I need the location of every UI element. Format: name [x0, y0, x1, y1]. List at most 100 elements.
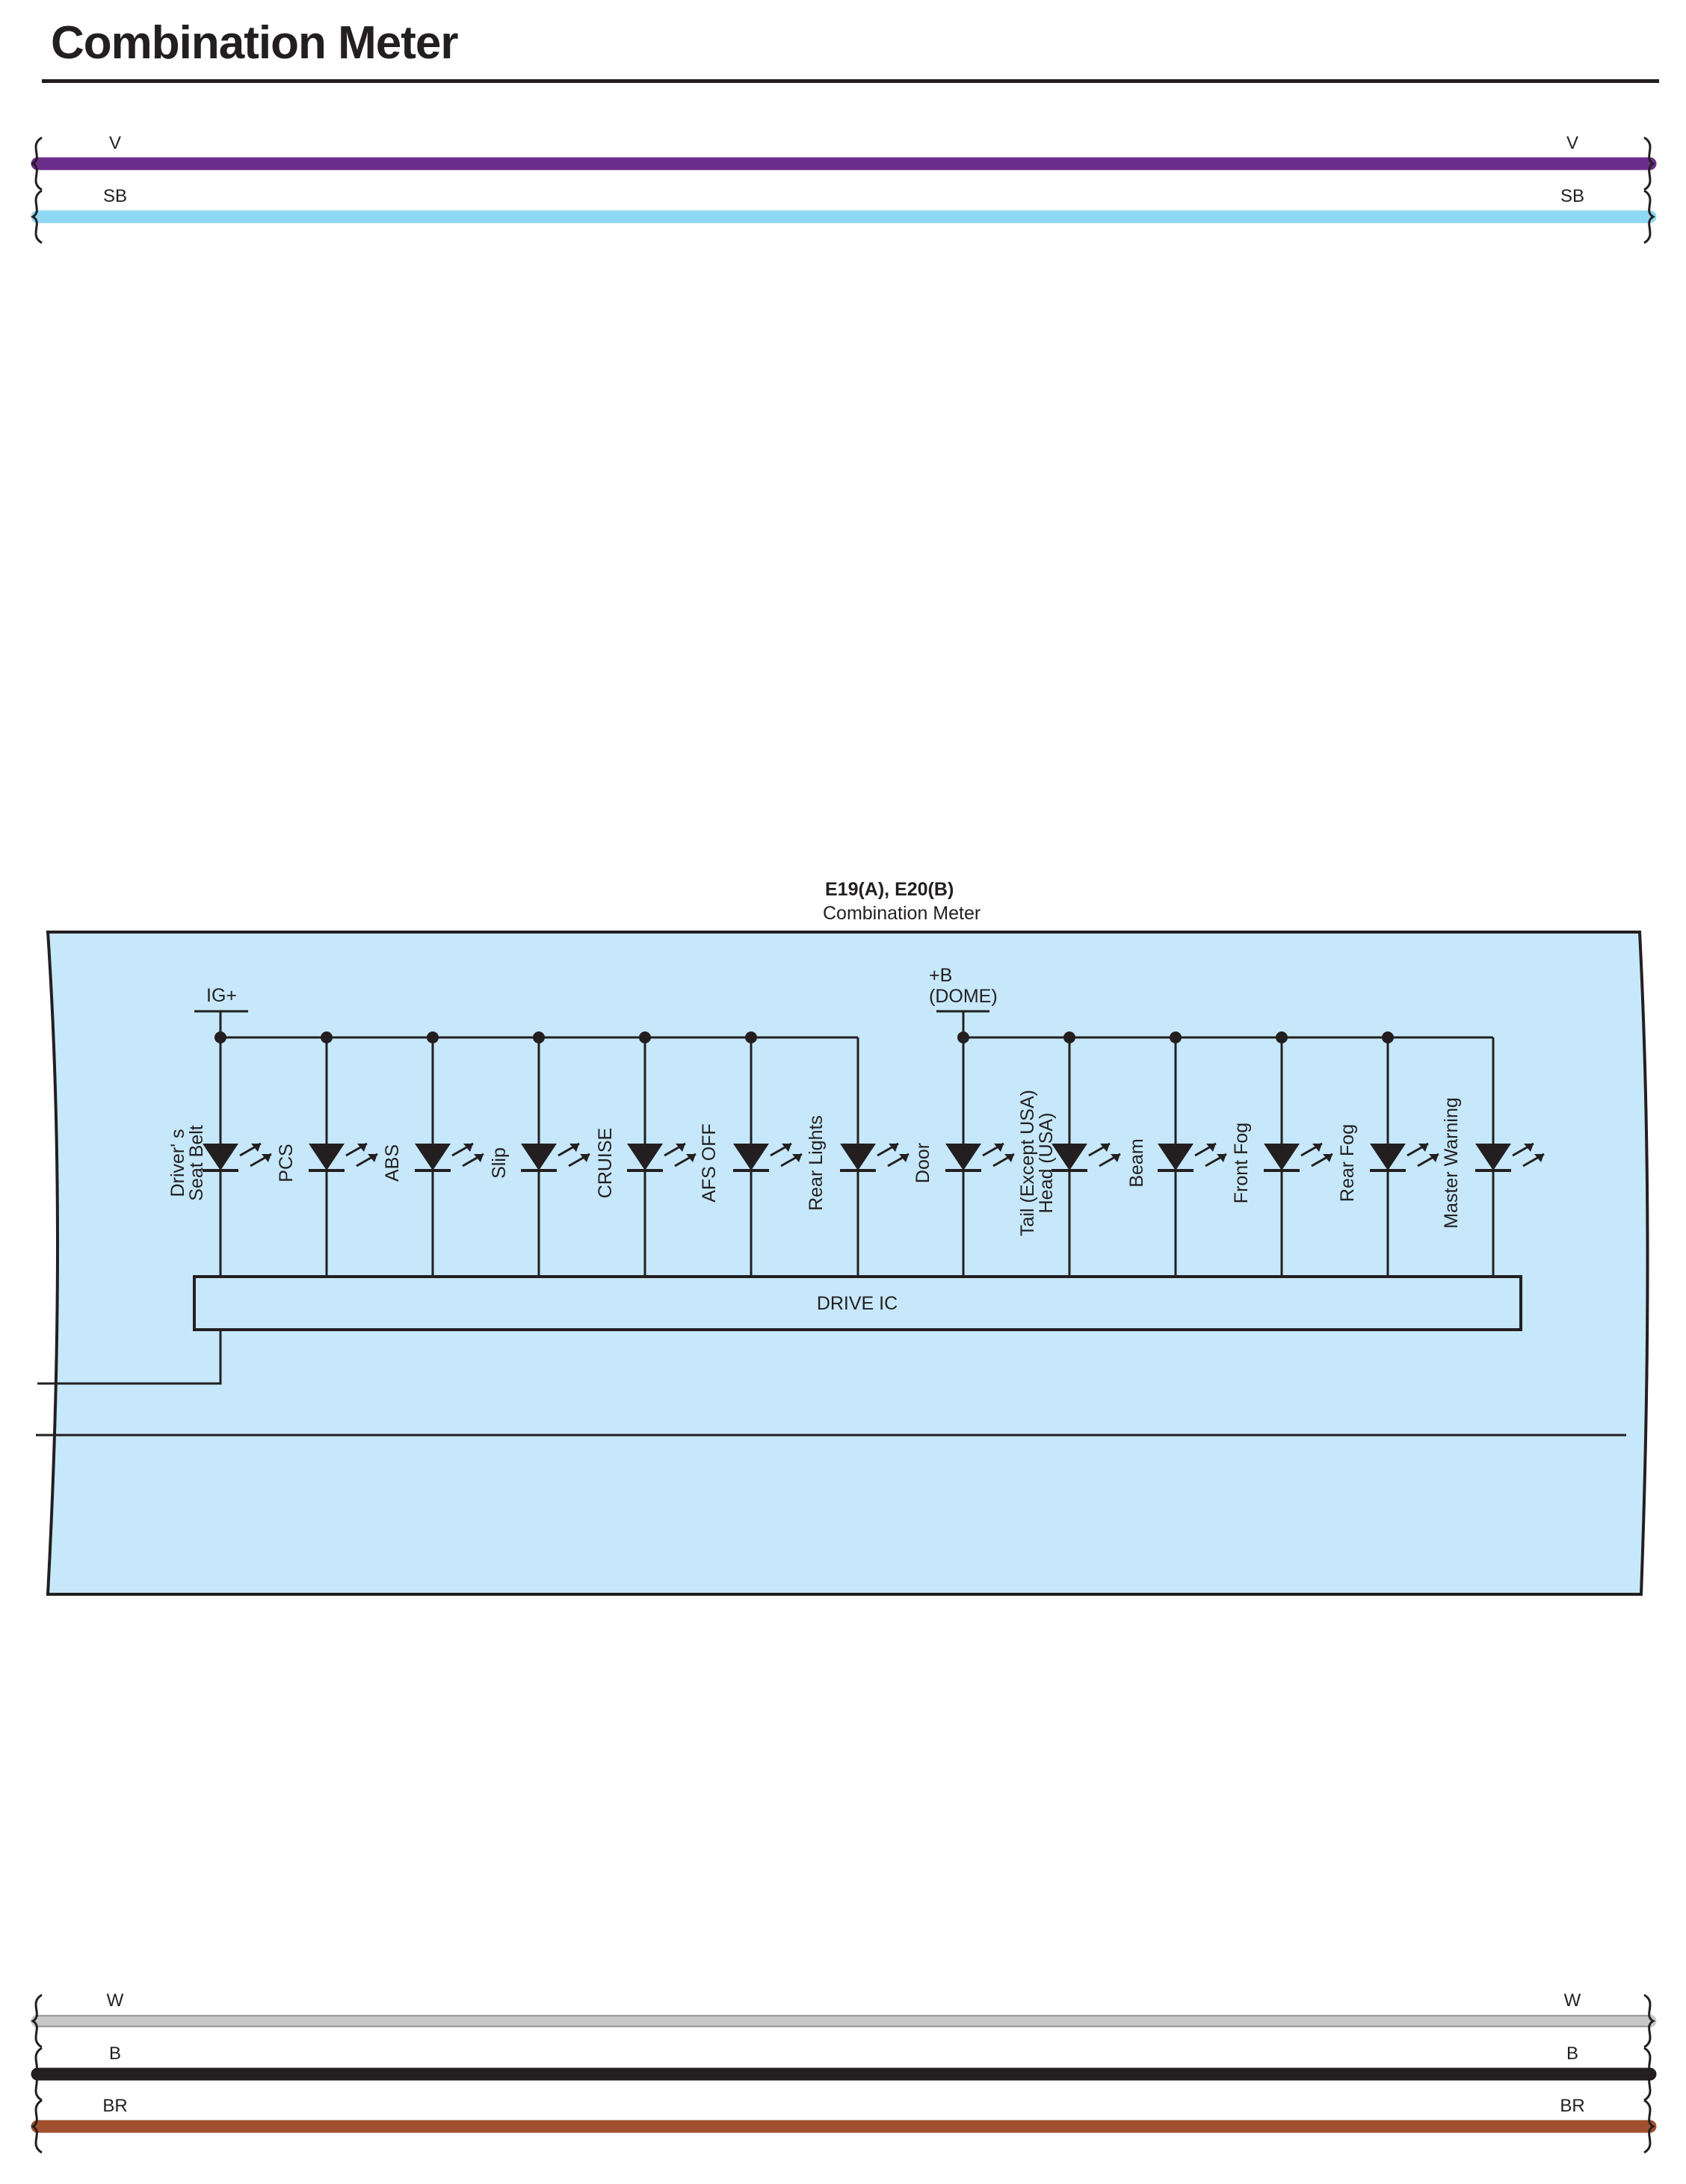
- junction-dot: [1276, 1031, 1288, 1043]
- title-rule: [42, 79, 1659, 83]
- wire-code-left: SB: [103, 186, 127, 206]
- light-arrow-head: [368, 1154, 377, 1162]
- led-label: Head (USA): [1036, 1113, 1057, 1214]
- junction-dot: [639, 1031, 651, 1043]
- led-diode-icon: [840, 1144, 876, 1170]
- wire-break-left: [30, 189, 43, 244]
- light-arrow-head: [1206, 1144, 1216, 1152]
- led-label: Front Fog: [1231, 1123, 1252, 1203]
- wire-break-right: [1643, 2099, 1656, 2154]
- led-diode-icon: [415, 1144, 451, 1170]
- light-arrow-head: [463, 1144, 473, 1152]
- junction-dot: [427, 1031, 439, 1043]
- light-arrow-head: [1418, 1144, 1428, 1152]
- led-label: CRUISE: [595, 1128, 616, 1198]
- dome-terminal-label-2: (DOME): [929, 986, 998, 1007]
- led-label: Slip: [489, 1147, 510, 1179]
- wire-break-right: [1643, 2046, 1656, 2102]
- wire-break-left: [30, 2046, 43, 2102]
- led-label: AFS OFF: [699, 1123, 720, 1203]
- light-arrow-head: [1429, 1154, 1439, 1162]
- light-arrow-head: [686, 1154, 696, 1162]
- junction-dot: [321, 1031, 333, 1043]
- light-arrow-head: [1534, 1154, 1544, 1162]
- led-label: Master Warning: [1441, 1097, 1462, 1229]
- led-label: Rear Lights: [806, 1115, 827, 1211]
- wire-code-right: BR: [1560, 2096, 1584, 2116]
- junction-dot: [1382, 1031, 1394, 1043]
- light-arrow-head: [1217, 1154, 1226, 1162]
- bottom-wire-bundle: W W B B BR BR: [30, 1990, 1657, 2154]
- drive-ic-label: DRIVE IC: [817, 1293, 898, 1314]
- led-diode-icon: [521, 1144, 557, 1170]
- light-arrow-head: [580, 1154, 590, 1162]
- light-arrow-head: [262, 1154, 271, 1162]
- meter-outline: [46, 931, 1649, 1596]
- wire-break-left: [30, 1993, 43, 2049]
- light-arrow-head: [1100, 1144, 1110, 1152]
- junction-dot: [745, 1031, 757, 1043]
- led-diode-icon: [1052, 1144, 1087, 1170]
- ig-feed-line: [37, 1330, 222, 1385]
- led-diode-icon: [1475, 1144, 1511, 1170]
- wire-break-left: [30, 2099, 43, 2154]
- light-arrow-head: [1111, 1154, 1120, 1162]
- light-arrow-head: [1004, 1154, 1014, 1162]
- ig-terminal-label: IG+: [206, 985, 237, 1006]
- led-diode-icon: [309, 1144, 345, 1170]
- light-arrow-head: [676, 1144, 685, 1152]
- junction-dot: [1170, 1031, 1182, 1043]
- light-arrow-head: [899, 1154, 909, 1162]
- light-arrow-head: [782, 1144, 791, 1152]
- light-arrow-head: [994, 1144, 1004, 1152]
- led-label: Seat Belt: [186, 1125, 207, 1201]
- page-title: Combination Meter: [51, 17, 458, 69]
- wire-break-left: [30, 136, 43, 191]
- dome-terminal-label-1: +B: [929, 965, 952, 986]
- wire-code-right: B: [1566, 2043, 1578, 2064]
- combination-meter-block: E19(A), E20(B) Combination Meter IG+ +B …: [36, 879, 1649, 1596]
- wire-code-left: W: [107, 1990, 124, 2011]
- light-arrow-head: [1312, 1144, 1322, 1152]
- drive-ic-box: [193, 1275, 1522, 1331]
- led-diode-icon: [945, 1144, 981, 1170]
- light-arrow-head: [569, 1144, 579, 1152]
- junction-dot: [533, 1031, 545, 1043]
- junction-dot: [957, 1031, 969, 1043]
- wire-code-left: V: [109, 133, 121, 153]
- light-arrow-head: [251, 1144, 261, 1152]
- led-label: Driver' s: [167, 1129, 188, 1197]
- led-label: Beam: [1126, 1138, 1147, 1187]
- wire-code-right: SB: [1560, 186, 1584, 206]
- led-diode-icon: [1370, 1144, 1406, 1170]
- led-label: ABS: [382, 1144, 403, 1182]
- wire-code-right: W: [1564, 1990, 1581, 2011]
- light-arrow-head: [357, 1144, 367, 1152]
- led-diode-icon: [1264, 1144, 1300, 1170]
- light-arrow-head: [1524, 1144, 1534, 1152]
- wire-code-left: B: [109, 2043, 121, 2064]
- led-diode-icon: [733, 1144, 769, 1170]
- light-arrow-head: [889, 1144, 898, 1152]
- light-arrow-head: [1323, 1154, 1333, 1162]
- wire-code-left: BR: [102, 2096, 127, 2116]
- led-diode-icon: [1158, 1144, 1194, 1170]
- led-diode-icon: [203, 1144, 238, 1170]
- wire-break-right: [1643, 189, 1656, 244]
- led-label: Door: [913, 1143, 933, 1183]
- led-label: Tail (Except USA): [1017, 1090, 1038, 1236]
- led-diode-icon: [627, 1144, 663, 1170]
- light-arrow-head: [474, 1154, 484, 1162]
- light-arrow-head: [792, 1154, 802, 1162]
- led-label: PCS: [276, 1144, 297, 1182]
- junction-dot: [1063, 1031, 1075, 1043]
- meter-component-name: Combination Meter: [823, 903, 981, 924]
- wire-break-right: [1643, 136, 1656, 191]
- meter-connector-ids: E19(A), E20(B): [825, 879, 954, 900]
- junction-dot: [214, 1031, 226, 1043]
- led-label: Rear Fog: [1337, 1124, 1358, 1202]
- wire-break-right: [1643, 1993, 1656, 2049]
